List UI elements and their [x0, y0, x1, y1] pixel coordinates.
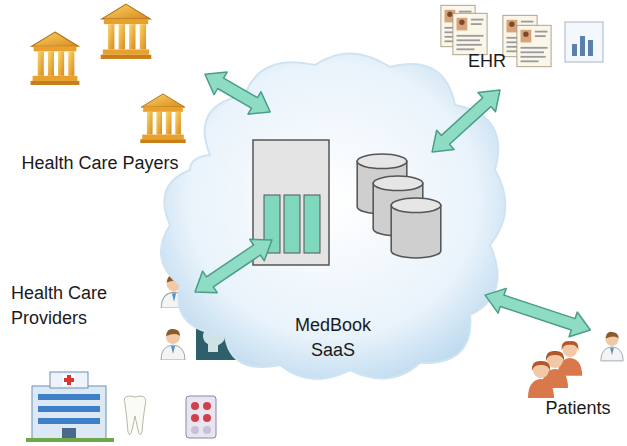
double-arrow [485, 288, 590, 336]
payer-group: Health Care Payers [20, 5, 205, 215]
cloud-shape [150, 45, 515, 390]
double-arrow [195, 239, 272, 292]
double-arrow [432, 90, 500, 152]
node-label: MedBook SaaS [278, 313, 388, 363]
node-label: Health Care Payers [20, 151, 180, 176]
double-arrow [205, 72, 270, 114]
patient-group: Patients [525, 330, 627, 442]
node-label: Patients [533, 396, 623, 421]
provider-group: Health Care Providers [5, 265, 195, 445]
ehr-group: EHR [420, 5, 620, 90]
node-label: Health Care Providers [11, 281, 151, 331]
node-label: EHR [468, 49, 528, 74]
saas-cloud: MedBook SaaS [150, 45, 515, 390]
